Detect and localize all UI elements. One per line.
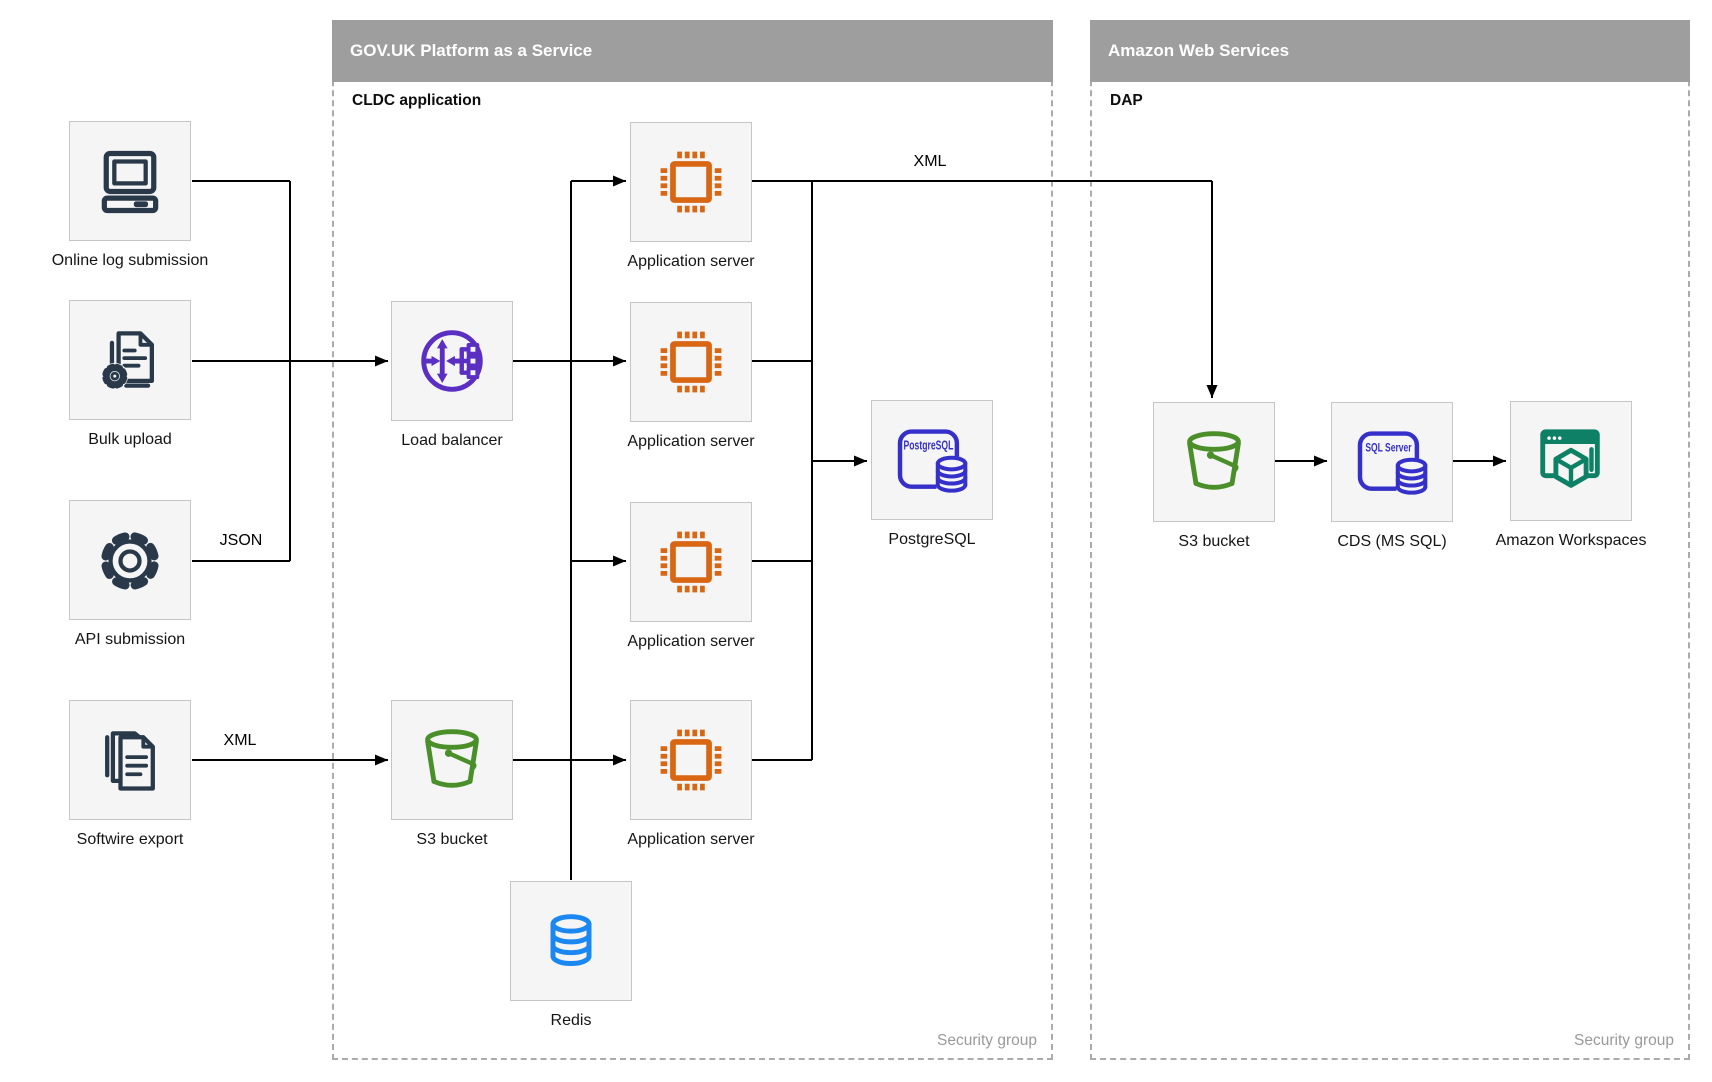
node-label-paas-s3-bucket: S3 bucket bbox=[416, 831, 488, 848]
postgresql-icon-text: PostgreSQL bbox=[904, 438, 954, 452]
s3-bucket-icon bbox=[425, 729, 479, 788]
container-aws-title: Amazon Web Services bbox=[1108, 41, 1290, 60]
documents-stack-icon bbox=[105, 731, 155, 791]
node-label-cds-ms-sql: CDS (MS SQL) bbox=[1337, 533, 1447, 550]
redis-database-icon bbox=[550, 914, 592, 966]
container-aws-header: Amazon Web Services bbox=[1090, 20, 1690, 82]
sql-server-icon-text: SQL Server bbox=[1365, 440, 1411, 454]
container-paas-title: GOV.UK Platform as a Service bbox=[350, 41, 593, 60]
node-label-online-log-submission: Online log submission bbox=[51, 252, 209, 269]
node-api-submission bbox=[69, 500, 191, 620]
node-label-redis: Redis bbox=[550, 1012, 592, 1029]
container-aws-zone-label: DAP bbox=[1110, 92, 1143, 109]
node-label-aws-s3-bucket: S3 bucket bbox=[1178, 533, 1250, 550]
node-bulk-upload bbox=[69, 300, 191, 420]
node-label-postgresql: PostgreSQL bbox=[888, 531, 976, 548]
node-label-api-submission: API submission bbox=[74, 631, 186, 648]
node-label-application-server-2: Application server bbox=[627, 433, 755, 450]
node-label-softwire-export: Softwire export bbox=[76, 831, 184, 848]
node-label-application-server-1: Application server bbox=[627, 253, 755, 270]
node-cds-ms-sql: SQL Server bbox=[1331, 402, 1453, 522]
node-label-amazon-workspaces: Amazon Workspaces bbox=[1495, 532, 1647, 549]
container-paas-zone-label: CLDC application bbox=[352, 92, 482, 109]
chip-icon bbox=[660, 151, 722, 213]
node-postgresql: PostgreSQL bbox=[871, 400, 993, 520]
node-paas-s3-bucket bbox=[391, 700, 513, 820]
node-amazon-workspaces bbox=[1510, 401, 1632, 521]
node-application-server-3 bbox=[630, 502, 752, 622]
node-redis bbox=[510, 881, 632, 1001]
node-application-server-2 bbox=[630, 302, 752, 422]
node-online-log-submission bbox=[69, 121, 191, 241]
container-aws-footer: Security group bbox=[1574, 1032, 1674, 1049]
node-label-application-server-4: Application server bbox=[627, 831, 755, 848]
postgresql-icon: PostgreSQL bbox=[897, 429, 971, 496]
edge-label-xml-transfer: XML bbox=[913, 153, 947, 170]
node-label-bulk-upload: Bulk upload bbox=[88, 431, 172, 448]
node-application-server-1 bbox=[630, 122, 752, 242]
computer-icon bbox=[101, 150, 159, 214]
documents-gear-icon bbox=[101, 331, 154, 390]
node-softwire-export bbox=[69, 700, 191, 820]
gear-icon bbox=[101, 531, 159, 590]
workspaces-icon bbox=[1540, 429, 1600, 488]
container-paas: GOV.UK Platform as a Service CLDC applic… bbox=[332, 20, 1053, 1060]
node-label-application-server-3: Application server bbox=[627, 633, 755, 650]
container-paas-header: GOV.UK Platform as a Service bbox=[332, 20, 1053, 82]
edge-label-xml-export: XML bbox=[223, 732, 257, 749]
s3-bucket-icon bbox=[1187, 431, 1241, 490]
load-balancer-icon bbox=[421, 330, 483, 392]
node-application-server-4 bbox=[630, 700, 752, 820]
chip-icon bbox=[660, 531, 722, 593]
node-label-load-balancer: Load balancer bbox=[401, 432, 503, 449]
node-aws-s3-bucket bbox=[1153, 402, 1275, 522]
node-load-balancer bbox=[391, 301, 513, 421]
container-paas-footer: Security group bbox=[937, 1032, 1037, 1049]
container-aws: Amazon Web Services DAP Security group bbox=[1090, 20, 1690, 1060]
sql-server-icon: SQL Server bbox=[1357, 431, 1431, 498]
edge-label-json: JSON bbox=[219, 532, 263, 549]
chip-icon bbox=[660, 729, 722, 791]
chip-icon bbox=[660, 331, 722, 393]
